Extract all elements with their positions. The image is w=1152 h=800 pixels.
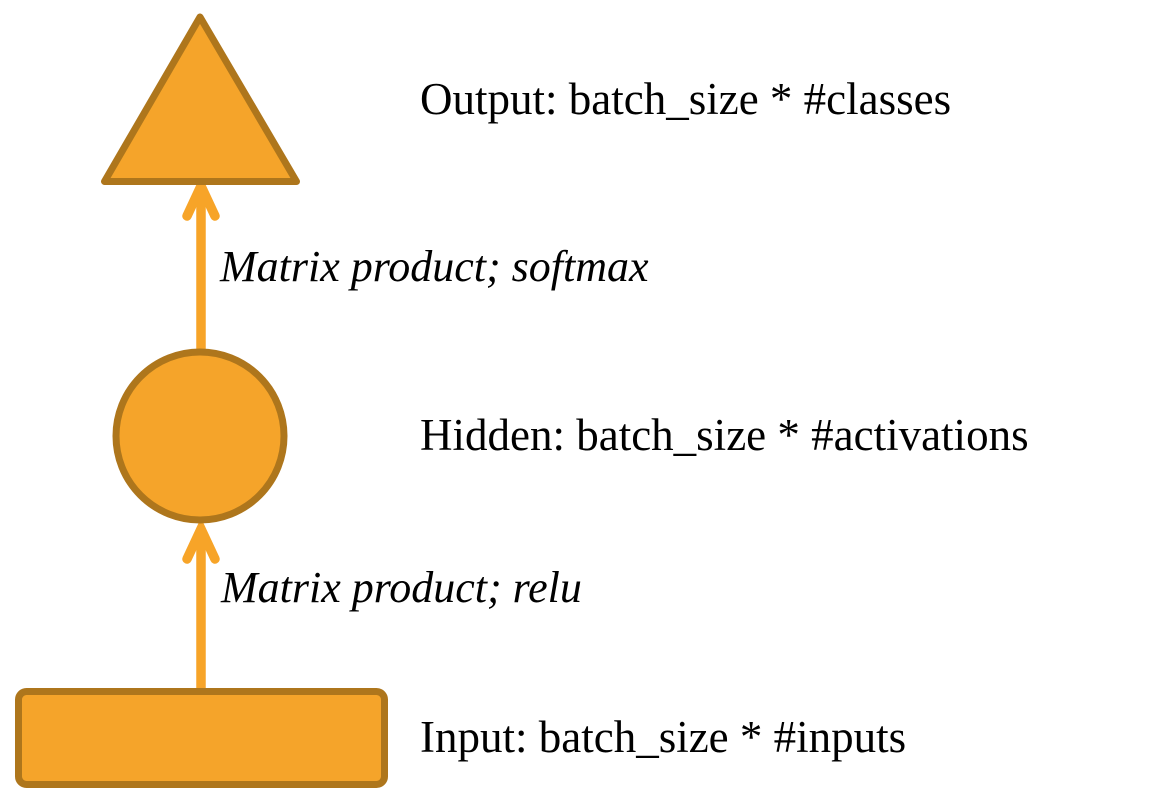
arrow-up-icon	[182, 517, 220, 564]
hidden-node-label: Hidden: batch_size * #activations	[420, 410, 1029, 460]
input-node-rectangle	[15, 688, 388, 788]
output-node-triangle	[101, 13, 300, 185]
hidden-node-circle	[112, 348, 288, 524]
relu-edge-label: Matrix product; relu	[221, 563, 582, 612]
arrow-input-to-hidden	[182, 517, 220, 688]
softmax-edge-label: Matrix product; softmax	[220, 242, 649, 291]
output-node-label: Output: batch_size * #classes	[420, 74, 952, 124]
input-node-label: Input: batch_size * #inputs	[420, 712, 907, 762]
arrow-up-icon	[182, 174, 220, 221]
arrow-hidden-to-output	[182, 174, 220, 349]
